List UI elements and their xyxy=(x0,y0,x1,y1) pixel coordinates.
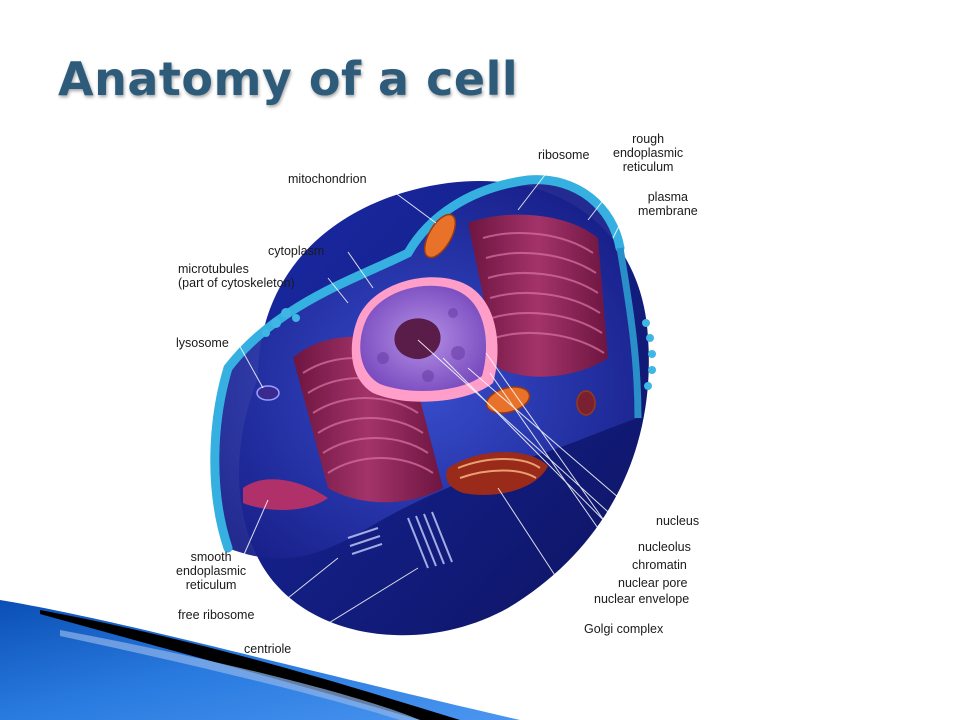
cell-diagram: mitochondrion ribosome rough endoplasmic… xyxy=(168,128,718,668)
label-plasma-membrane: plasma membrane xyxy=(638,190,698,218)
label-golgi-complex: Golgi complex xyxy=(584,622,664,636)
label-nuclear-envelope: nuclear envelope xyxy=(594,592,690,606)
label-ribosome: ribosome xyxy=(538,148,590,162)
label-free-ribosome: free ribosome xyxy=(178,608,255,622)
page-title: Anatomy of a cell xyxy=(58,52,519,106)
label-nuclear-pore: nuclear pore xyxy=(618,576,688,590)
lysosome xyxy=(256,385,280,401)
nucleus xyxy=(351,277,498,402)
label-cytoplasm: cytoplasm xyxy=(268,244,325,258)
rough-er xyxy=(468,214,608,377)
label-chromatin: chromatin xyxy=(632,558,687,572)
smooth-er xyxy=(243,479,328,510)
centriole xyxy=(347,511,453,569)
label-rough-er: rough endoplasmic reticulum xyxy=(613,132,684,174)
leader-lines xyxy=(237,157,649,643)
label-nucleus: nucleus xyxy=(656,514,700,528)
golgi-complex xyxy=(446,451,548,495)
label-mitochondrion: mitochondrion xyxy=(288,172,367,186)
nucleolus xyxy=(394,318,441,360)
plasma-membrane xyxy=(223,175,625,373)
label-microtubules: microtubules (part of cytoskeleton) xyxy=(178,262,295,290)
label-centriole: centriole xyxy=(244,642,292,656)
slide-decoration xyxy=(0,600,520,720)
label-lysosome: lysosome xyxy=(176,336,229,350)
label-smooth-er: smooth endoplasmic reticulum xyxy=(176,550,247,592)
label-nucleolus: nucleolus xyxy=(638,540,691,554)
cell-illustration xyxy=(210,157,656,643)
